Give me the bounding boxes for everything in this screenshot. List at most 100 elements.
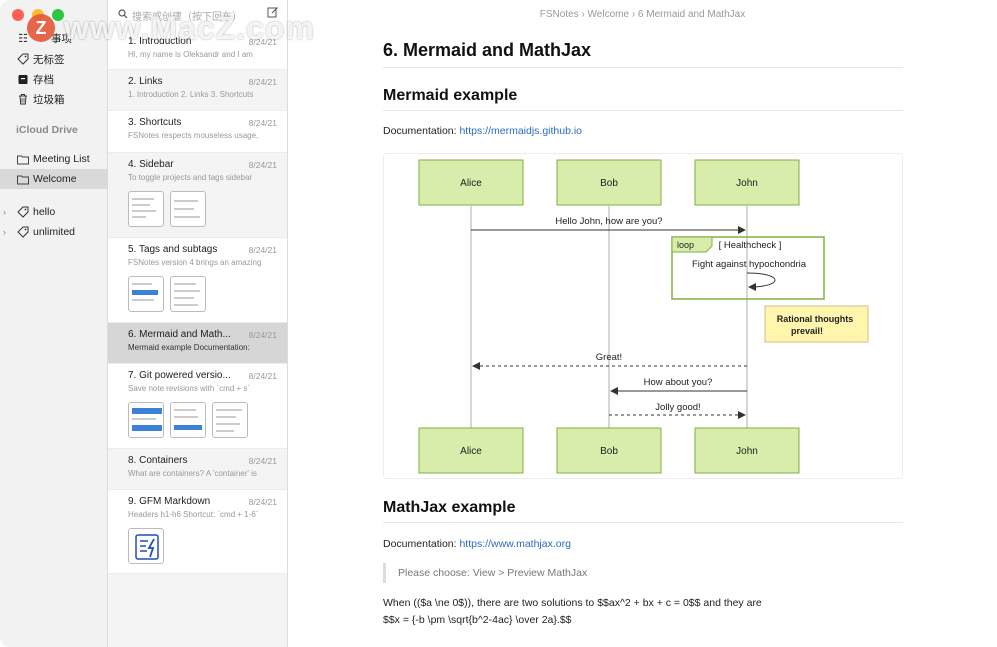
note-box: Rational thoughts prevail! [764, 305, 869, 343]
editor-pane: FSNotes › Welcome › 6 Mermaid and MathJa… [288, 0, 997, 647]
note-item-links[interactable]: 2. Links 8/24/21 1. Introduction 2. Link… [108, 70, 287, 111]
thumbnail-image [128, 276, 164, 312]
sidebar-folder-meeting-list[interactable]: Meeting List [0, 149, 108, 169]
note-title: 4. Sidebar [128, 159, 174, 170]
sidebar-item-label: Welcome [33, 173, 77, 185]
blockquote: Please choose: View > Preview MathJax [383, 563, 587, 583]
sidebar-tag-hello[interactable]: › hello [0, 202, 108, 222]
note-preview: 1. Introduction 2. Links 3. Shortcuts [128, 90, 254, 99]
sidebar-item-label: unlimited [33, 226, 76, 238]
list-icon: ☷ [18, 32, 28, 45]
note-item-containers[interactable]: 8. Containers 8/24/21 What are container… [108, 449, 287, 490]
note-preview: FSNotes version 4 brings an amazing [128, 258, 262, 267]
sidebar-folder-welcome[interactable]: Welcome [0, 169, 108, 189]
note-item-sidebar[interactable]: 4. Sidebar 8/24/21 To toggle projects an… [108, 153, 287, 238]
math-line-2: $$x = {-b \pm \sqrt{b^2-4ac} \over 2a}.$… [383, 614, 572, 626]
search-placeholder: 搜索或创建（按下回车） [132, 11, 242, 23]
note-title: 2. Links [128, 76, 163, 87]
note-date: 8/24/21 [248, 330, 277, 340]
sidebar-item-label: hello [33, 206, 56, 218]
mathjax-doc-link[interactable]: https://www.mathjax.org [459, 538, 571, 550]
math-line-1: When (($a \ne 0$)), there are two soluti… [383, 597, 762, 609]
note-item-tags-and-subtags[interactable]: 5. Tags and subtags 8/24/21 FSNotes vers… [108, 238, 287, 323]
note-thumbnails [128, 191, 206, 227]
mathjax-heading: MathJax example [383, 499, 516, 516]
note-thumbnails [128, 276, 206, 312]
note-title: 6. Mermaid and Math... [128, 329, 231, 340]
actor-box-alice: Alice [418, 159, 524, 206]
sidebar-item-label: 存档 [33, 73, 54, 86]
new-note-icon[interactable] [267, 6, 279, 21]
loop-label: loop [677, 240, 694, 250]
note-date: 8/24/21 [248, 497, 277, 507]
sidebar-item-todo[interactable]: ☷ 事项 [0, 28, 108, 48]
actor-box-alice-bottom: Alice [418, 427, 524, 474]
loop-block: loop [ Healthcheck ] Fight against hypoc… [671, 236, 825, 300]
doc-label: Documentation: [383, 125, 457, 137]
watermark-logo: Z [27, 14, 55, 42]
tag-icon [16, 205, 30, 219]
page-title: 6. Mermaid and MathJax [383, 40, 592, 60]
actor-label: John [736, 446, 758, 457]
search-field[interactable]: 搜索或创建（按下回车） [118, 6, 283, 24]
note-title: 8. Containers [128, 455, 188, 466]
thumbnail-image [128, 191, 164, 227]
sidebar-item-label: 垃圾箱 [33, 93, 65, 106]
note-line-2: prevail! [791, 326, 823, 336]
mermaid-doc-link[interactable]: https://mermaidjs.github.io [459, 125, 583, 137]
note-item-mermaid-and-mathjax[interactable]: 6. Mermaid and Math... 8/24/21 Mermaid e… [108, 323, 287, 364]
note-line-1: Rational thoughts [777, 314, 854, 324]
actor-label: Alice [460, 178, 482, 189]
mermaid-doc-line: Documentation: https://mermaidjs.github.… [383, 125, 582, 137]
message-label: Jolly good! [655, 402, 700, 413]
note-item-gfm-markdown[interactable]: 9. GFM Markdown 8/24/21 Headers h1-h6 Sh… [108, 490, 287, 574]
mathjax-doc-line: Documentation: https://www.mathjax.org [383, 538, 571, 550]
chevron-right-icon[interactable]: › [3, 227, 6, 237]
sidebar-item-archive[interactable]: 存档 [0, 69, 108, 89]
sidebar-item-label: 事项 [51, 32, 72, 45]
sidebar: ☷ 事项 无标签 存档 垃圾箱 iCloud Drive Mee [0, 0, 108, 647]
thumbnail-image [170, 276, 206, 312]
sidebar-tag-unlimited[interactable]: › unlimited [0, 222, 108, 242]
breadcrumb: FSNotes › Welcome › 6 Mermaid and MathJa… [539, 9, 746, 20]
message-label: Hello John, how are you? [555, 216, 662, 227]
note-preview: Headers h1-h6 Shortcut: `cmd + 1-6` [128, 510, 259, 519]
actor-label: Bob [600, 178, 618, 189]
note-title: 7. Git powered versio... [128, 370, 231, 381]
note-item-git-versions[interactable]: 7. Git powered versio... 8/24/21 Save no… [108, 364, 287, 449]
sidebar-item-label: 无标签 [33, 53, 65, 66]
note-date: 8/24/21 [248, 77, 277, 87]
actor-box-bob-bottom: Bob [556, 427, 662, 474]
note-preview: Hi, my name is Oleksandr and I am [128, 50, 253, 59]
actor-box-john-bottom: John [694, 427, 800, 474]
note-thumbnails [128, 528, 164, 564]
actor-box-john: John [694, 159, 800, 206]
actor-box-bob: Bob [556, 159, 662, 206]
sidebar-item-label: Meeting List [33, 153, 90, 165]
folder-icon [16, 172, 30, 186]
loop-text: Fight against hypochondria [692, 259, 807, 270]
note-preview: Mermaid example Documentation: [128, 343, 250, 352]
folder-icon [16, 152, 30, 166]
zoom-window-button[interactable] [52, 9, 64, 21]
note-list-empty-area [108, 574, 287, 647]
sidebar-item-untagged[interactable]: 无标签 [0, 49, 108, 69]
sidebar-item-trash[interactable]: 垃圾箱 [0, 89, 108, 109]
note-item-shortcuts[interactable]: 3. Shortcuts 8/24/21 FSNotes respects mo… [108, 111, 287, 153]
sequence-diagram-svg: Alice Bob John Hello John, how are you? [418, 159, 869, 474]
divider [383, 67, 903, 68]
mermaid-sequence-diagram: Alice Bob John Hello John, how are you? [383, 153, 903, 479]
divider [383, 522, 903, 523]
note-item-introduction[interactable]: 1. Introduction 8/24/21 Hi, my name is O… [108, 30, 287, 70]
chevron-right-icon[interactable]: › [3, 207, 6, 217]
markdown-icon [128, 528, 164, 564]
note-date: 8/24/21 [248, 456, 277, 466]
archive-icon [16, 72, 30, 86]
note-date: 8/24/21 [248, 371, 277, 381]
message-label: How about you? [644, 377, 713, 388]
thumbnail-image [212, 402, 248, 438]
watermark-text: www.MacZ.com [64, 10, 315, 46]
close-window-button[interactable] [12, 9, 24, 21]
note-preview: FSNotes respects mouseless usage, [128, 131, 259, 140]
